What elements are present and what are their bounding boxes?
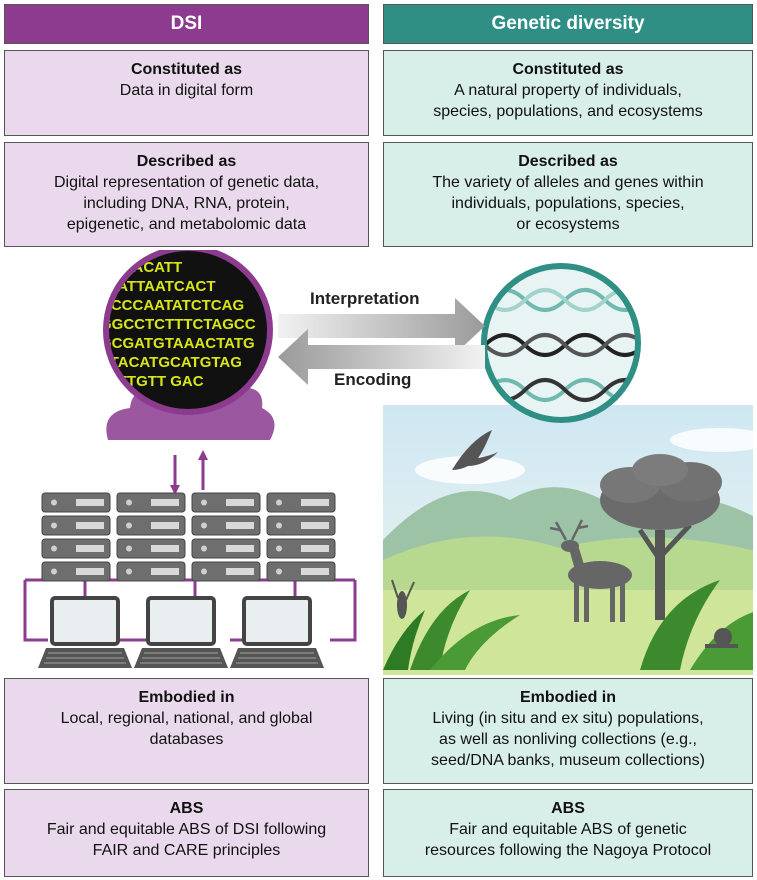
genetic-diversity-header: Genetic diversity	[383, 4, 753, 44]
dsi-embodied-box: Embodied in Local, regional, national, a…	[4, 678, 369, 784]
sequence-line: GGCCTCTTTCTAGCC	[100, 316, 256, 333]
upload-arrowhead	[198, 450, 208, 460]
genetic-abs-text: Fair and equitable ABS of genetic resour…	[424, 821, 712, 859]
sequence-line: TATTGTT GAC	[100, 373, 204, 390]
dsi-header: DSI	[4, 4, 369, 44]
encoding-arrow	[278, 329, 485, 385]
genetic-embodied-text: Living (in situ and ex situ) populations…	[431, 710, 705, 769]
server-unit	[41, 515, 111, 536]
genetic-abs-box: ABS Fair and equitable ABS of genetic re…	[383, 789, 753, 877]
encoding-label: Encoding	[334, 370, 412, 389]
central-illustration: CCAACATTTTATTAATCACTACCCAATATCTCAGGGCCTC…	[23, 250, 753, 675]
server-unit	[191, 561, 261, 582]
dsi-abs-text: Fair and equitable ABS of DSI following …	[46, 821, 327, 859]
server-unit	[191, 492, 261, 513]
server-unit	[116, 515, 186, 536]
genetic-embodied-title: Embodied in	[520, 689, 616, 706]
dsi-constituted-title: Constituted as	[130, 61, 243, 78]
dsi-constituted-box: Constituted as Data in digital form	[4, 50, 369, 136]
deer-icon	[549, 519, 632, 622]
interpretation-arrow	[278, 298, 485, 354]
sequence-line: ATACATGCATGTAG	[100, 354, 242, 371]
tree-icon	[600, 454, 722, 620]
interpretation-label: Interpretation	[310, 289, 420, 308]
server-unit	[116, 538, 186, 559]
laptops-group	[38, 596, 324, 668]
eagle-icon	[452, 430, 498, 470]
sequence-line: TTATTAATCACT	[100, 278, 216, 295]
laptop-icon	[38, 596, 132, 668]
laptop-icon	[230, 596, 324, 668]
download-arrowhead	[170, 485, 180, 495]
genetic-described-box: Described as The variety of alleles and …	[383, 142, 753, 247]
laptop-icon	[134, 596, 228, 668]
landscape-scene	[383, 405, 753, 675]
server-unit	[191, 515, 261, 536]
dsi-abs-title: ABS	[169, 800, 204, 817]
dna-helix-icon	[481, 263, 641, 423]
genetic-embodied-box: Embodied in Living (in situ and ex situ)…	[383, 678, 753, 784]
server-unit	[41, 538, 111, 559]
server-unit	[266, 561, 336, 582]
dsi-described-box: Described as Digital representation of g…	[4, 142, 369, 247]
dsi-described-text: Digital representation of genetic data, …	[53, 174, 320, 233]
server-unit	[116, 492, 186, 513]
fern-icon	[383, 580, 753, 670]
genetic-constituted-box: Constituted as A natural property of ind…	[383, 50, 753, 136]
server-unit	[41, 561, 111, 582]
dsi-embodied-title: Embodied in	[138, 689, 235, 706]
sequence-line: ACCCAATATCTCAG	[100, 297, 244, 314]
server-rack-icon	[41, 492, 336, 582]
grasshopper-icon	[391, 579, 415, 619]
dsi-abs-box: ABS Fair and equitable ABS of DSI follow…	[4, 789, 369, 877]
dsi-described-title: Described as	[136, 153, 237, 170]
genetic-described-title: Described as	[518, 153, 618, 170]
server-unit	[266, 492, 336, 513]
server-unit	[41, 492, 111, 513]
genetic-abs-title: ABS	[551, 800, 585, 817]
genetic-constituted-text: A natural property of individuals, speci…	[433, 82, 703, 120]
server-unit	[191, 538, 261, 559]
genetic-described-text: The variety of alleles and genes within …	[432, 174, 704, 233]
sequence-circle-icon: CCAACATTTTATTAATCACTACCCAATATCTCAGGGCCTC…	[100, 250, 273, 415]
server-unit	[266, 538, 336, 559]
genetic-constituted-title: Constituted as	[512, 61, 624, 78]
snail-icon	[705, 628, 738, 648]
server-unit	[116, 561, 186, 582]
dsi-embodied-text: Local, regional, national, and global da…	[60, 710, 313, 748]
sequence-line: GCGATGTAAACTATG	[100, 335, 255, 352]
dsi-constituted-text: Data in digital form	[119, 82, 254, 99]
server-unit	[266, 515, 336, 536]
